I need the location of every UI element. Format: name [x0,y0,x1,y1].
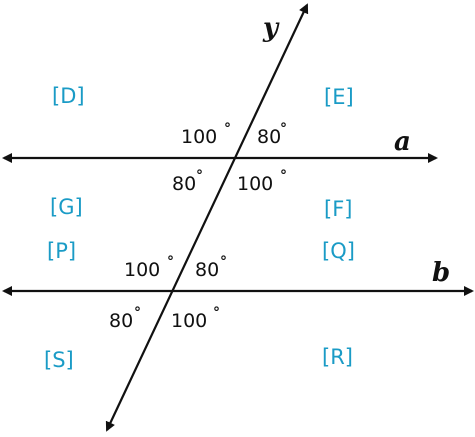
top-angle-lower-left: 80 [172,173,196,195]
region-label-s: [S] [44,348,74,372]
top-angle-upper-left-degree: ° [224,121,231,137]
top-angle-lower-right-degree: ° [280,168,287,184]
region-label-d: [D] [52,84,85,108]
transversal-y [105,3,309,432]
region-label-g: [G] [50,195,83,219]
bottom-angle-upper-right-degree: ° [220,254,227,270]
top-angle-lower-right: 100 [237,173,273,195]
region-label-p: [P] [47,239,76,263]
top-angle-upper-right-degree: ° [280,121,287,137]
top-angle-upper-left: 100 [181,126,217,148]
region-label-e: [E] [324,85,354,109]
top-angle-upper-right: 80 [257,126,281,148]
line-y-label: y [262,13,280,43]
bottom-angle-upper-left: 100 [124,259,160,281]
bottom-angle-upper-right: 80 [195,259,219,281]
bottom-angle-lower-right-degree: ° [213,305,220,321]
bottom-angle-lower-left-degree: ° [134,305,141,321]
top-angle-lower-left-degree: ° [196,168,203,184]
bottom-angle-upper-left-degree: ° [167,254,174,270]
bottom-angle-lower-right: 100 [171,310,207,332]
region-label-f: [F] [324,197,352,221]
bottom-angle-lower-left: 80 [109,310,133,332]
region-label-r: [R] [322,345,353,369]
region-label-q: [Q] [322,239,355,263]
line-b-label: b [432,258,450,288]
line-a-label: a [394,127,411,157]
